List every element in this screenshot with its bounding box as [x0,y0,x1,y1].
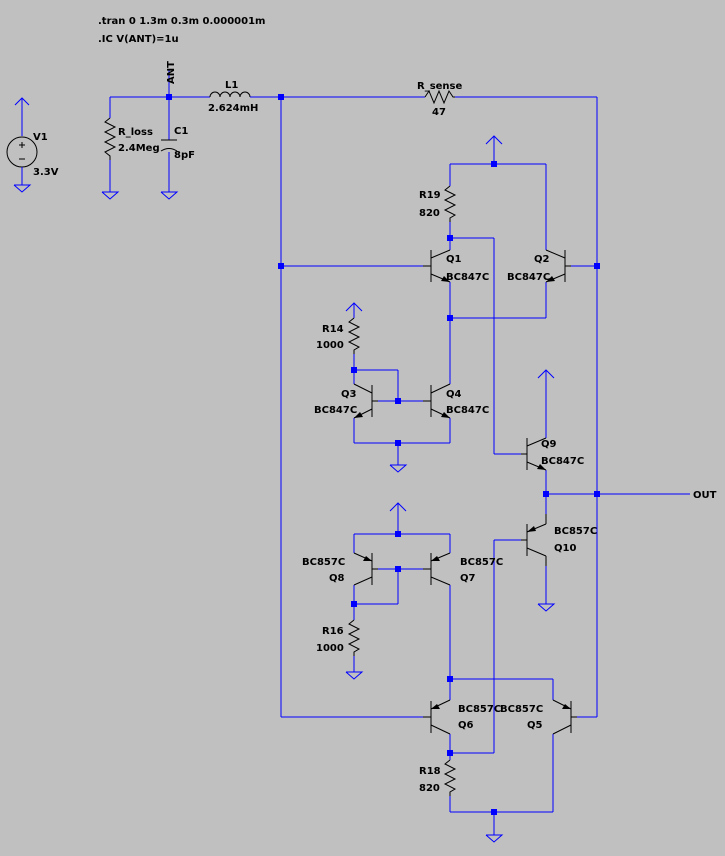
pnp-mirror-wiring [345,502,451,700]
q2-name: Q2 [534,254,550,265]
transistor-q3[interactable] [353,383,378,419]
transistor-q1[interactable] [423,249,451,283]
voltage-source-v1[interactable] [6,97,38,193]
r-sense-name: R_sense [417,81,463,92]
r16-value: 1000 [316,643,344,654]
l1-value: 2.624mH [208,103,258,114]
q3-name: Q3 [341,389,357,400]
r16-name: R16 [322,626,344,637]
npn-mirror-wiring [345,302,451,473]
resistor-r-loss[interactable] [103,117,117,160]
q5-name: Q5 [527,720,543,731]
out-net-label: OUT [693,490,717,501]
resistor-r16[interactable] [347,619,361,656]
l1-name: L1 [225,80,238,91]
transistor-q6[interactable] [423,699,451,735]
q10-name: Q10 [554,543,576,554]
v1-name: V1 [33,132,48,143]
transistor-q2[interactable] [545,249,571,283]
r-sense-value: 47 [432,107,446,118]
r18-value: 820 [419,783,440,794]
capacitor-c1[interactable] [160,139,178,152]
q5-value: BC857C [500,704,543,715]
q6-name: Q6 [458,720,474,731]
transistor-q9[interactable] [521,437,547,471]
resistor-r19[interactable] [443,185,457,222]
q7-value: BC857C [460,557,503,568]
inductor-l1[interactable] [209,91,251,98]
q10-value: BC857C [554,526,597,537]
q8-name: Q8 [329,573,345,584]
transistor-q4[interactable] [423,383,451,419]
q1-name: Q1 [446,254,462,265]
q9-value: BC847C [541,456,584,467]
q3-value: BC847C [314,405,357,416]
q4-value: BC847C [446,405,489,416]
q4-name: Q4 [446,389,462,400]
q9-name: Q9 [541,439,557,450]
tank-wiring [101,70,210,200]
top-section-wiring [447,135,547,454]
r19-value: 820 [419,208,440,219]
q6-value: BC857C [458,704,501,715]
r19-name: R19 [419,190,441,201]
resistor-r-sense[interactable] [424,89,455,105]
q2-value: BC847C [507,272,550,283]
resistor-r14[interactable] [347,317,361,354]
transistor-q8[interactable] [353,552,378,586]
c1-value: 8pF [174,150,195,161]
r-loss-name: R_loss [118,127,153,138]
resistor-r18[interactable] [443,759,457,796]
r14-value: 1000 [316,340,344,351]
q8-value: BC857C [302,557,345,568]
transistor-q10[interactable] [521,514,547,566]
main-wiring [250,94,690,718]
r18-name: R18 [419,766,441,777]
v1-value: 3.3V [33,167,59,178]
transistor-q5[interactable] [552,699,577,735]
ic-directive[interactable]: .IC V(ANT)=1u [98,34,179,45]
ant-net-label: ANT [166,61,177,84]
tran-directive[interactable]: .tran 0 1.3m 0.3m 0.000001m [98,16,265,27]
bottom-section-wiring [447,676,554,843]
output-stage-wiring [493,369,556,753]
q1-value: BC847C [446,272,489,283]
transistor-q7[interactable] [423,552,451,586]
q7-name: Q7 [460,573,476,584]
c1-name: C1 [174,126,188,137]
r-loss-value: 2.4Meg [118,143,160,154]
r14-name: R14 [322,324,344,335]
